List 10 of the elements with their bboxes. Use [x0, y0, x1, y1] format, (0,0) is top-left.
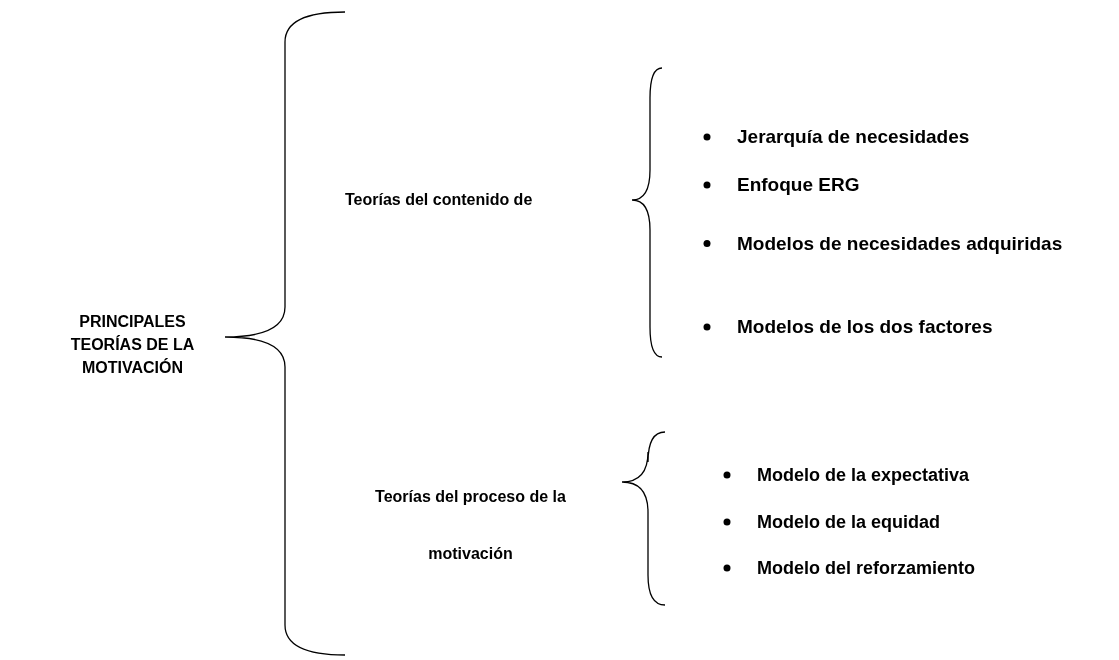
branch-label: Teorías del contenido de — [345, 190, 534, 210]
list-item: Modelos de los dos factores — [737, 315, 994, 339]
list-item: Modelo de la expectativa — [757, 464, 971, 487]
heading: PRINCIPALES TEORÍAS DE LA MOTIVACIÓN — [69, 312, 196, 378]
list-item: Jerarquía de necesidades — [737, 125, 971, 149]
branch-label: Teorías del proceso de la motivación — [374, 487, 567, 564]
list-item: Modelo de la equidad — [757, 511, 941, 534]
list-item: Enfoque ERG — [737, 173, 861, 197]
list-item: Modelos de necesidades adquiridas — [737, 232, 1064, 256]
list-item: Modelo del reforzamiento — [757, 557, 977, 580]
